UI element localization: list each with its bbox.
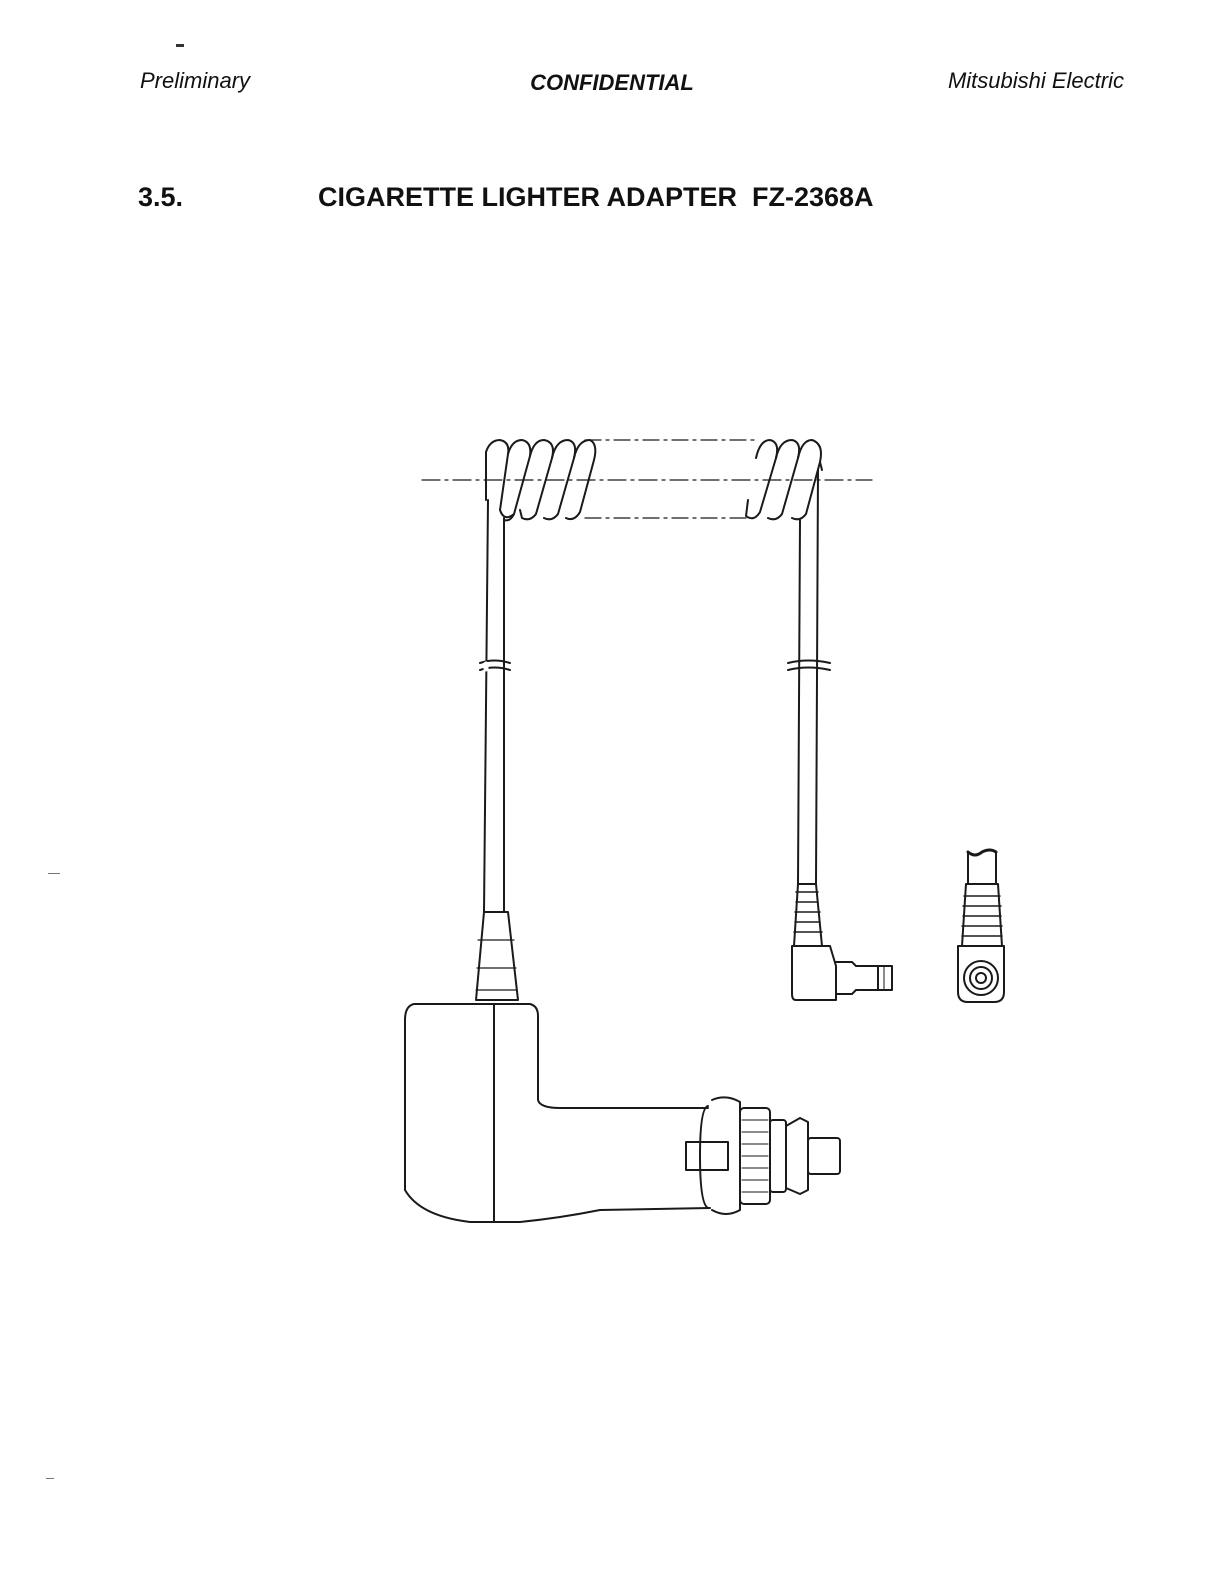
lighter-plug-body [405,1004,840,1222]
dc-plug-end-view [958,850,1004,1002]
right-cord [788,470,830,884]
dc-plug-side-view [792,884,892,1000]
strain-relief [476,912,518,1000]
left-cord [480,500,510,912]
